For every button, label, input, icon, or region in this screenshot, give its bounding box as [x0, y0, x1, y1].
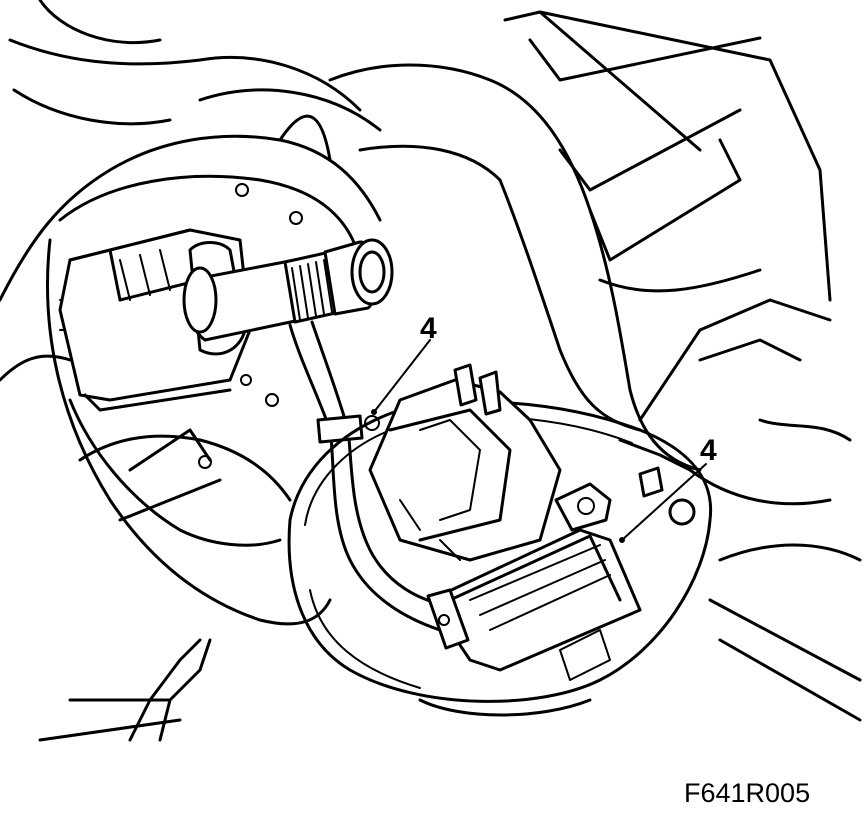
body-panel-outlines	[0, 0, 862, 722]
fuel-door-edge	[38, 638, 212, 742]
module-block	[426, 528, 642, 681]
filler-recess	[46, 174, 362, 626]
callout-4-pipe: 4	[371, 312, 437, 415]
figure-code: F641R005	[684, 778, 811, 808]
callout-label: 4	[420, 312, 437, 345]
connector-plug	[368, 363, 612, 562]
cable-harness	[288, 320, 447, 632]
callout-4-module: 4	[619, 434, 717, 543]
callout-label: 4	[700, 434, 717, 467]
filler-pipe	[182, 238, 394, 342]
